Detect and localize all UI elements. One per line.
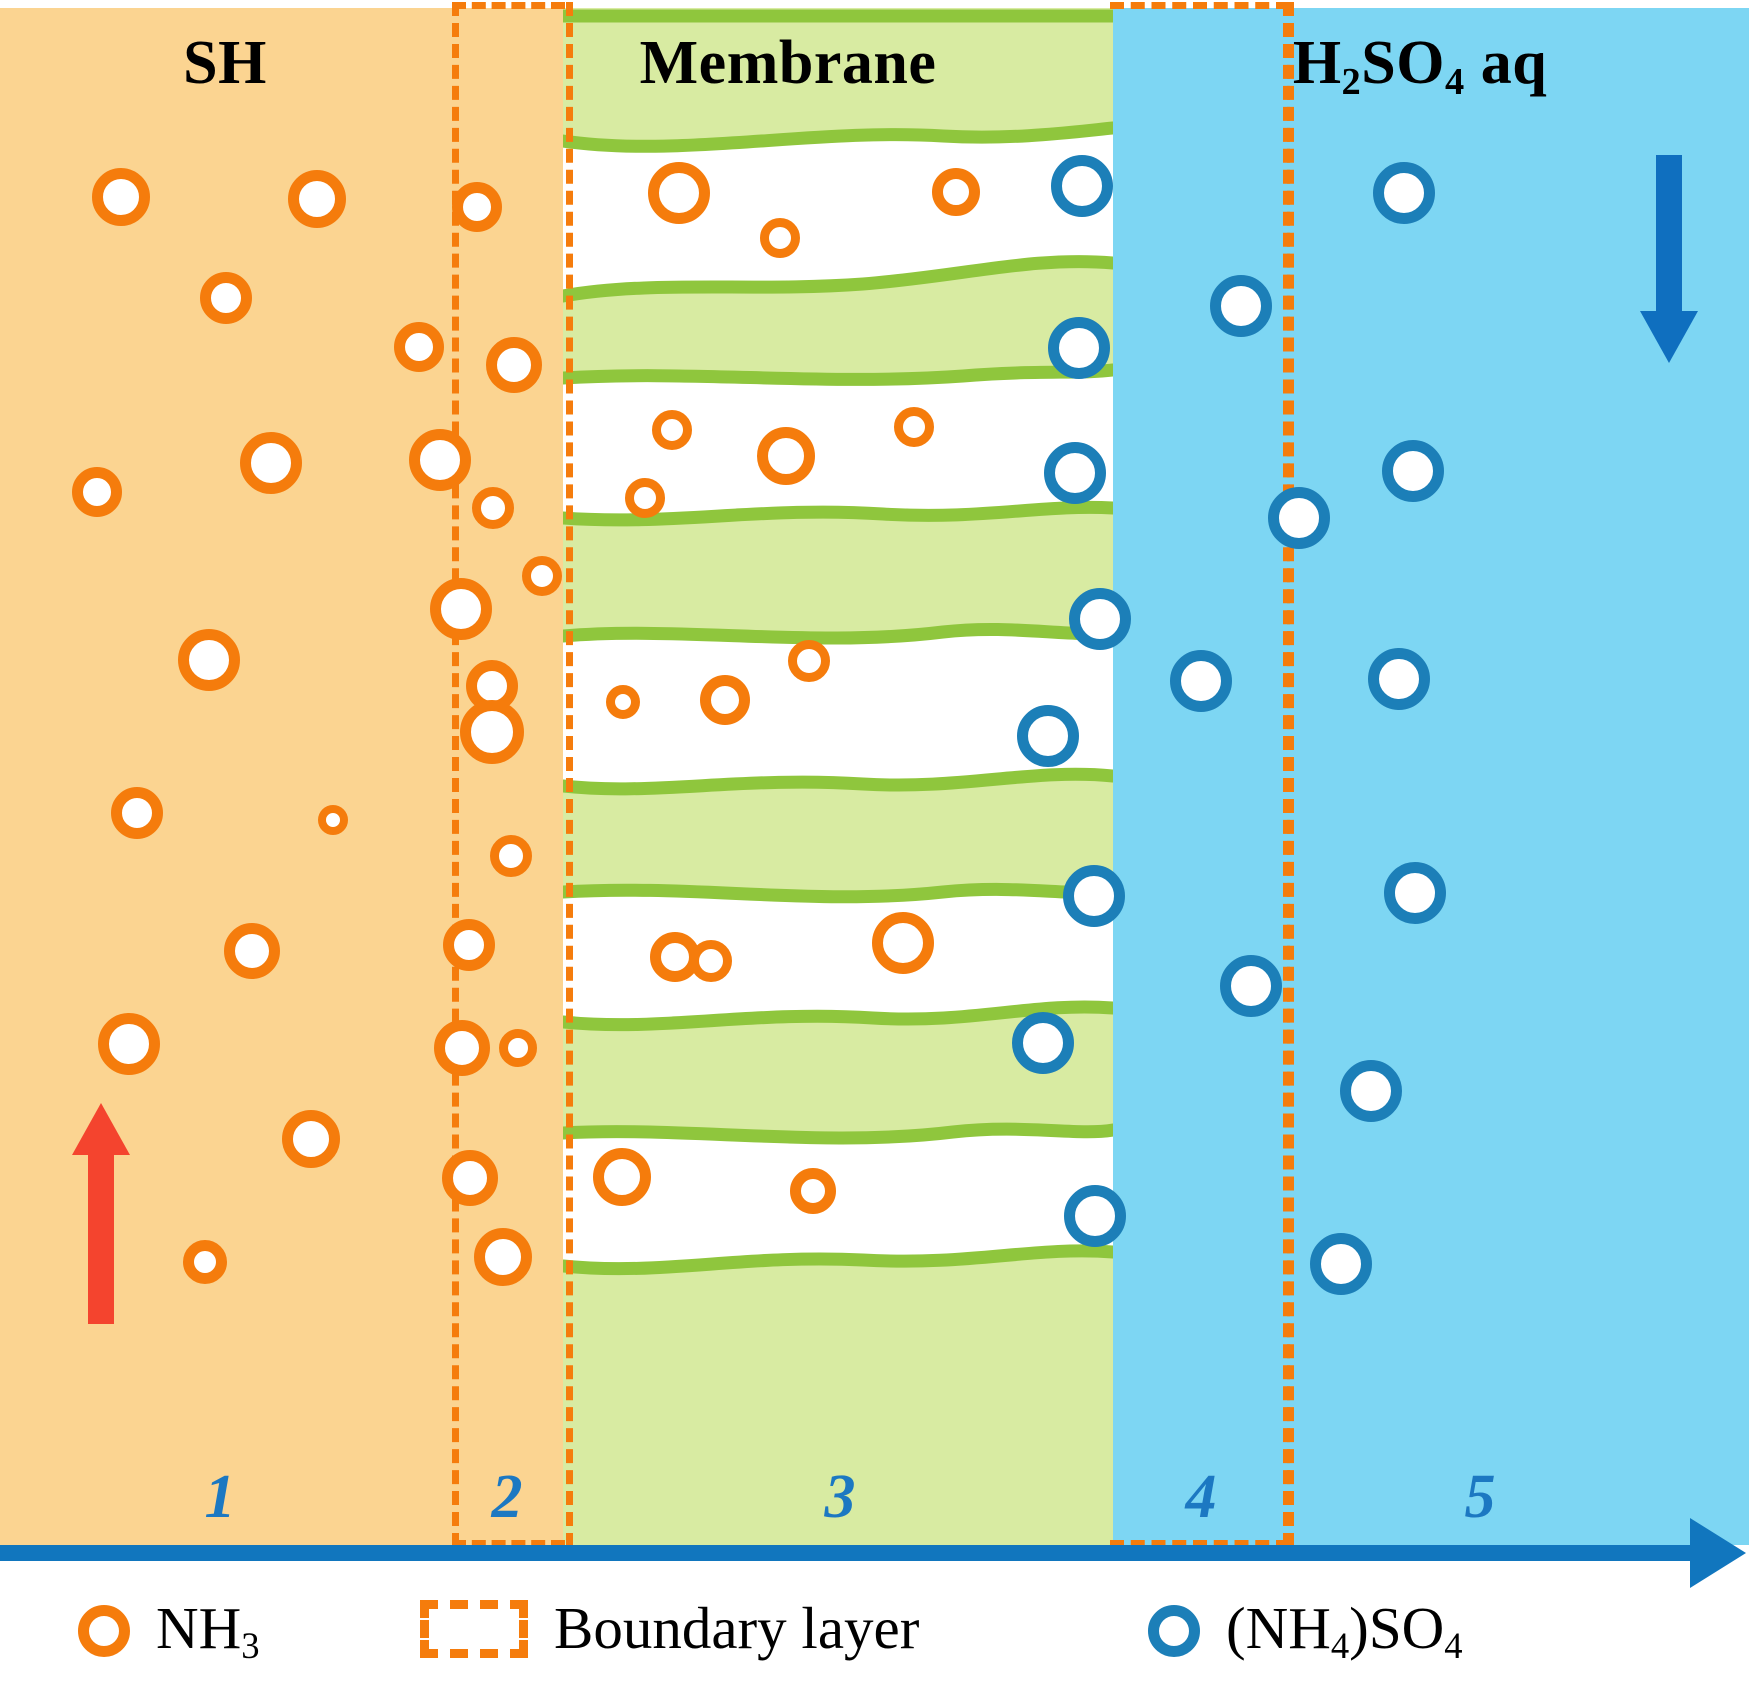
circle-open-blue-icon [1148,1604,1200,1657]
membrane-left-boundary-dash [566,2,573,1547]
ammonium-sulfate-molecule [1017,705,1079,767]
ammonium-sulfate-molecule [1063,865,1125,927]
ammonium-sulfate-molecule [1044,442,1106,504]
zone-title-membrane: Membrane [639,29,937,97]
nh3-molecule [92,168,150,226]
nh3-molecule [443,919,495,971]
nh3-molecule [790,1168,836,1214]
nh3-molecule [690,940,732,982]
legend-item-nh3: NH3 [78,1594,260,1667]
nh3-molecule [183,1240,227,1284]
ammonium-sulfate-molecule [1069,588,1131,650]
ammonium-sulfate-molecule [1051,155,1113,217]
ammonium-sulfate-molecule [1384,862,1446,924]
nh3-molecule [178,629,240,691]
nh3-molecule [200,272,252,324]
ammonium-sulfate-molecule [1368,648,1430,710]
nh3-molecule [474,1228,532,1286]
ammonium-sulfate-molecule [1382,440,1444,502]
amm-formula-sub2: 4 [1444,1625,1463,1667]
nh3-molecule [788,640,830,682]
legend-label-ammonium-sulfate: (NH4)SO4 [1226,1594,1463,1667]
ammonium-sulfate-molecule [1064,1185,1126,1247]
membrane-layers-graphic [563,9,1113,1276]
legend-label-boundary-layer: Boundary layer [554,1595,920,1661]
nh3-molecule [593,1148,651,1206]
legend-label-nh3: NH3 [156,1594,260,1667]
nh3-molecule [606,685,640,719]
axis-arrow-head-icon [1690,1518,1746,1588]
axis-line [0,1545,1697,1561]
region-number-3: 3 [824,1463,856,1531]
nh3-molecule [460,700,524,764]
nh3-formula-sub3: 3 [241,1625,260,1667]
region-number-5: 5 [1464,1463,1496,1531]
legend: NH3 Boundary layer (NH4)SO4 [0,1582,1749,1685]
nh3-molecule [394,322,444,372]
nh3-molecule [472,487,514,529]
legend-item-ammonium-sulfate: (NH4)SO4 [1148,1594,1463,1667]
amm-formula-b: )SO [1349,1595,1445,1661]
amm-formula-sub1: 4 [1330,1625,1350,1667]
permeate-arrow-shaft [1656,155,1682,315]
legend-item-boundary-layer: Boundary layer [420,1594,919,1663]
nh3-molecule [452,182,502,232]
ammonium-sulfate-molecule [1170,650,1232,712]
acid-formula-h: H [1292,29,1342,97]
nh3-molecule [111,787,163,839]
region-number-4: 4 [1185,1463,1217,1531]
nh3-molecule [224,923,280,979]
nh3-molecule [72,467,122,517]
acid-formula-aq: aq [1464,29,1548,97]
permeate-right-boundary-dash [1287,2,1294,1547]
nh3-molecule [652,410,692,450]
permeate-arrow-head [1640,311,1698,363]
nh3-molecule [430,578,492,640]
zone-acid-background [1113,8,1749,1545]
nh3-formula-nh: NH [156,1595,242,1661]
nh3-molecule [282,1110,340,1168]
ammonium-sulfate-molecule [1210,275,1272,337]
feed-boundary-layer [452,2,565,1547]
nh3-molecule [499,1029,537,1067]
dashed-rectangle-icon [420,1599,528,1658]
feed-arrow-shaft [88,1147,114,1324]
nh3-molecule [625,478,665,518]
nh3-molecule [700,675,750,725]
circle-open-orange-icon [78,1604,130,1657]
nh3-molecule [486,337,542,393]
acid-formula-so: SO [1361,29,1445,97]
ammonium-sulfate-molecule [1268,487,1330,549]
nh3-molecule [757,427,815,485]
ammonium-sulfate-molecule [1340,1060,1402,1122]
amm-formula-a: (NH [1226,1595,1331,1661]
nh3-molecule [648,162,710,224]
nh3-molecule [522,556,562,596]
region-number-1: 1 [204,1463,236,1531]
nh3-molecule [490,835,532,877]
nh3-molecule [318,805,348,835]
nh3-molecule [240,432,302,494]
nh3-molecule [760,218,800,258]
nh3-molecule [872,912,934,974]
ammonium-sulfate-molecule [1310,1233,1372,1295]
ammonium-sulfate-molecule [1373,162,1435,224]
acid-formula-sub2: 2 [1341,60,1362,103]
zone-title-acid: H2SO4 aq [1120,28,1720,104]
nh3-molecule [894,407,934,447]
nh3-molecule [442,1150,498,1206]
nh3-molecule [434,1020,490,1076]
nh3-molecule [98,1013,160,1075]
nh3-molecule [409,429,471,491]
ammonium-sulfate-molecule [1012,1012,1074,1074]
nh3-molecule [932,168,980,216]
acid-formula-sub4: 4 [1444,60,1465,103]
nh3-molecule [288,170,346,228]
permeate-boundary-layer [1110,2,1290,1547]
ammonium-sulfate-molecule [1048,317,1110,379]
ammonium-sulfate-molecule [1220,955,1282,1017]
region-number-2: 2 [491,1463,523,1531]
feed-arrow-head [72,1103,130,1155]
zone-title-sh: SH [183,29,267,97]
